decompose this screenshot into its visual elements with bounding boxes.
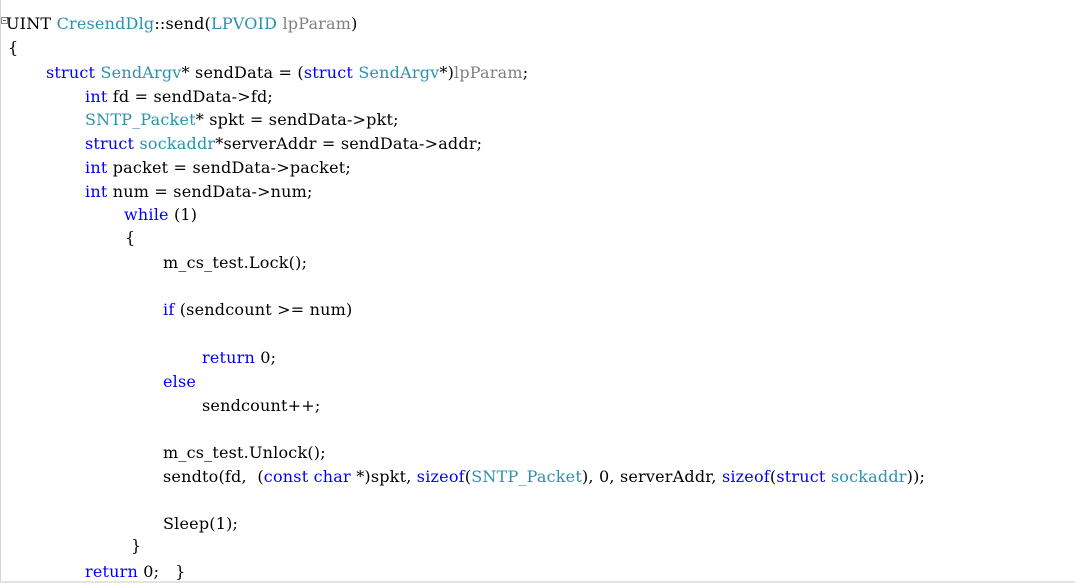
text-token: ;: [522, 63, 529, 82]
text-token: Sleep(1);: [163, 514, 239, 533]
keyword-token: struct: [85, 134, 135, 153]
code-line-11: m_cs_test.Lock();: [163, 251, 307, 275]
text-token: ::send(: [154, 14, 211, 33]
keyword-token: struct: [776, 467, 826, 486]
code-line-17: sendto(fd, (const char *)spkt, sizeof(SN…: [163, 465, 925, 489]
type-token: sockaddr: [139, 134, 216, 153]
text-token: ): [351, 14, 358, 33]
text-token: fd = sendData->fd;: [107, 87, 274, 106]
keyword-token: struct: [303, 63, 354, 82]
code-line-4: int fd = sendData->fd;: [85, 85, 273, 109]
text-token: * sendData = (: [181, 63, 304, 82]
type-token: SendArgv: [100, 63, 182, 82]
text-token: * spkt = sendData->pkt;: [195, 110, 399, 129]
text-token: (sendcount >= num): [174, 300, 353, 319]
type-token: sockaddr: [830, 467, 907, 486]
collapse-toggle-icon[interactable]: [1, 17, 8, 24]
text-token: ));: [906, 467, 926, 486]
keyword-token: sizeof: [416, 467, 465, 486]
keyword-token: int: [85, 182, 108, 201]
text-token: (: [464, 467, 472, 486]
code-line-9: while (1): [124, 203, 197, 227]
text-token: {: [125, 228, 136, 247]
text-token: 0;: [255, 348, 277, 367]
keyword-token: struct: [46, 63, 96, 82]
code-line-5: SNTP_Packet* spkt = sendData->pkt;: [85, 108, 399, 132]
text-token: (: [769, 467, 777, 486]
keyword-token: return: [202, 348, 256, 367]
keyword-token: int: [85, 158, 108, 177]
text-token: packet = sendData->packet;: [107, 158, 351, 177]
text-token: sendcount++;: [202, 396, 321, 415]
text-token: {: [8, 38, 19, 57]
text-token: ), 0, serverAddr,: [581, 467, 722, 486]
text-token: }: [131, 536, 142, 555]
text-token: 0; }: [138, 562, 186, 581]
code-line-10: {: [125, 226, 135, 250]
code-line-18: Sleep(1);: [163, 512, 238, 536]
editor-bottom-border: [0, 581, 1075, 583]
code-line-8: int num = sendData->num;: [85, 180, 313, 204]
text-token: *): [439, 63, 455, 82]
code-line-1: UINT CresendDlg::send(LPVOID lpParam): [6, 12, 358, 36]
code-line-16: m_cs_test.Unlock();: [163, 441, 326, 465]
text-token: *serverAddr = sendData->addr;: [215, 134, 483, 153]
text-token: m_cs_test.Unlock();: [163, 443, 326, 462]
code-line-6: struct sockaddr*serverAddr = sendData->a…: [85, 132, 482, 156]
keyword-token: int: [85, 87, 108, 106]
code-line-2: {: [8, 36, 18, 60]
text-token: UINT: [6, 14, 57, 33]
code-line-19: }: [131, 534, 141, 558]
text-token: *)spkt,: [350, 467, 417, 486]
code-line-7: int packet = sendData->packet;: [85, 156, 351, 180]
text-token: num = sendData->num;: [107, 182, 313, 201]
code-line-20: return 0; }: [85, 560, 186, 583]
keyword-token: const: [263, 467, 309, 486]
keyword-token: return: [85, 562, 139, 581]
parameter-token: lpParam: [282, 14, 352, 33]
text-token: (1): [168, 205, 198, 224]
keyword-token: while: [124, 205, 169, 224]
keyword-token: if: [163, 300, 175, 319]
keyword-token: else: [163, 372, 197, 391]
code-line-12: if (sendcount >= num): [163, 298, 352, 322]
type-token: SendArgv: [358, 63, 440, 82]
editor-left-border: [0, 0, 1, 583]
type-token: LPVOID: [211, 14, 278, 33]
type-token: SNTP_Packet: [471, 467, 582, 486]
code-line-14: else: [163, 370, 196, 394]
code-line-13: return 0;: [202, 346, 276, 370]
keyword-token: sizeof: [721, 467, 770, 486]
type-token: SNTP_Packet: [85, 110, 196, 129]
code-line-3: struct SendArgv* sendData = (struct Send…: [46, 61, 528, 85]
code-line-15: sendcount++;: [202, 394, 320, 418]
text-token: m_cs_test.Lock();: [163, 253, 308, 272]
parameter-token: lpParam: [454, 63, 523, 82]
keyword-token: char: [313, 467, 351, 486]
text-token: sendto(fd, (: [163, 467, 264, 486]
type-token: CresendDlg: [56, 14, 155, 33]
